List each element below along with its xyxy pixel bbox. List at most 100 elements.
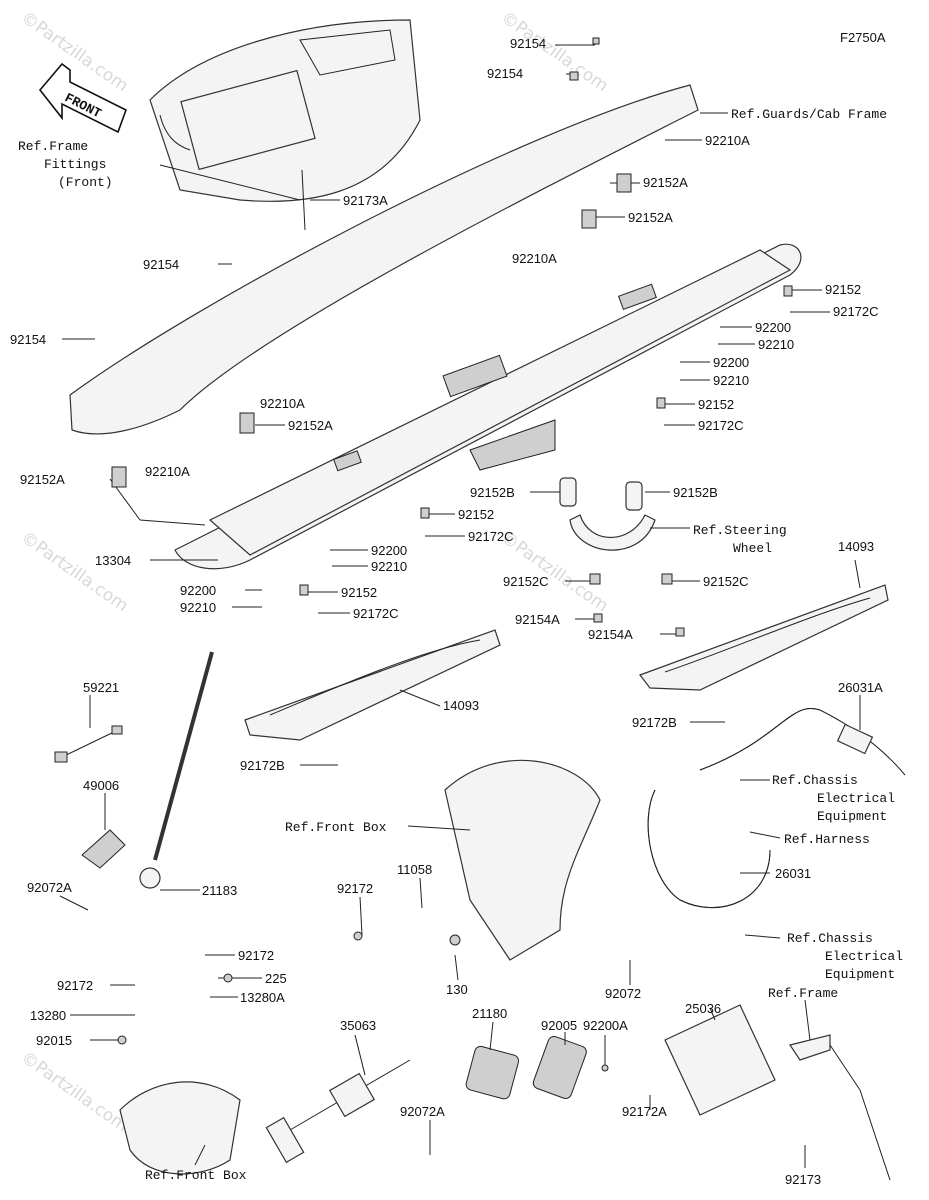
part-label: 92072A: [27, 880, 72, 895]
part-label: 92152B: [673, 485, 718, 500]
part-label: 92210: [758, 337, 794, 352]
part-label: 92173: [785, 1172, 821, 1187]
part-label: 92172: [238, 948, 274, 963]
watermark-1: ©Partzilla.com: [17, 8, 132, 97]
cap-49006-drawing: [81, 829, 126, 869]
part-label: 26031A: [838, 680, 883, 695]
part-label: 92072A: [400, 1104, 445, 1119]
part-label: 92172C: [353, 606, 399, 621]
chassis-ref-1-line-3: Equipment: [817, 809, 887, 824]
part-label: 92173A: [343, 193, 388, 208]
part-label: 92154: [487, 66, 523, 81]
antenna-drawing: [139, 651, 214, 889]
chassis-ref-1-line-1: Ref.Chassis: [772, 773, 858, 788]
part-label: Ref.Guards/Cab Frame: [731, 107, 887, 122]
figure-code: F2750A: [840, 30, 886, 45]
part-label: 92210: [180, 600, 216, 615]
part-label: 25036: [685, 1001, 721, 1016]
chassis-ref-1-line-2: Electrical: [817, 791, 895, 806]
cable-59221-drawing: [54, 725, 123, 763]
hardware-marks: [111, 37, 793, 1072]
part-label: 92210: [371, 559, 407, 574]
part-label: 11058: [397, 862, 432, 877]
steering-ref-line-1: Ref.Steering: [693, 523, 787, 538]
part-label: 92172: [57, 978, 93, 993]
part-label: 92210: [713, 373, 749, 388]
harness-drawing: [647, 708, 906, 909]
part-label: 92172A: [622, 1104, 667, 1119]
front-box-lower-drawing: [119, 759, 601, 1175]
part-label: 92152: [825, 282, 861, 297]
part-label: 92200: [180, 583, 216, 598]
harness-ref: Ref.Harness: [784, 832, 870, 847]
part-label: 92152A: [628, 210, 673, 225]
frame-ref: Ref.Frame: [768, 986, 838, 1001]
front-box-upper-drawing: [149, 19, 421, 231]
part-label: Ref.Front Box: [285, 820, 387, 835]
part-label: 92210A: [145, 464, 190, 479]
part-label: 92015: [36, 1033, 72, 1048]
plate-25036-drawing: [664, 1004, 776, 1116]
part-label: 14093: [838, 539, 874, 554]
part-label: 92200A: [583, 1018, 628, 1033]
watermark-2: ©Partzilla.com: [497, 8, 612, 97]
part-label: 92200: [713, 355, 749, 370]
part-label: 92152A: [20, 472, 65, 487]
leader-lines: [59, 44, 861, 1168]
part-label: 92172C: [833, 304, 879, 319]
part-label: 92072: [605, 986, 641, 1001]
part-label: 35063: [340, 1018, 376, 1033]
part-label: 92152C: [703, 574, 749, 589]
part-label: 92210A: [512, 251, 557, 266]
part-label: 26031: [775, 866, 811, 881]
part-label: 92210A: [705, 133, 750, 148]
part-label: 92152: [458, 507, 494, 522]
part-label: 92152: [698, 397, 734, 412]
part-label: 21183: [202, 883, 237, 898]
part-label: 92172: [337, 881, 373, 896]
part-label: 92172C: [698, 418, 744, 433]
part-label: 130: [446, 982, 468, 997]
steering-handle-drawing: [559, 477, 656, 551]
part-label: 92152C: [503, 574, 549, 589]
part-label: 92154: [10, 332, 46, 347]
part-label: 92154: [510, 36, 546, 51]
frame-fittings-ref-line-1: Ref.Frame: [18, 139, 88, 154]
chassis-ref-2-line-3: Equipment: [825, 967, 895, 982]
part-label: 59221: [83, 680, 119, 695]
part-label: 92154: [143, 257, 179, 272]
part-label: 92152: [341, 585, 377, 600]
part-labels: F2750A 92154 92154 Ref.Guards/Cab Frame …: [10, 30, 903, 1187]
part-label: Ref.Front Box: [145, 1168, 247, 1183]
cover-panel-drawing: [69, 84, 802, 570]
part-label: 13304: [95, 553, 131, 568]
part-label: 92210A: [260, 396, 305, 411]
part-label: 92200: [371, 543, 407, 558]
part-label: 21180: [472, 1006, 507, 1021]
part-label: 49006: [83, 778, 119, 793]
part-label: 92152A: [643, 175, 688, 190]
part-label: 92005: [541, 1018, 577, 1033]
part-label: 92152B: [470, 485, 515, 500]
watermark-3: ©Partzilla.com: [17, 528, 132, 617]
frame-fittings-ref-line-2: Fittings: [44, 157, 106, 172]
part-label: 13280A: [240, 990, 285, 1005]
part-label: 92152A: [288, 418, 333, 433]
part-label: 92172B: [632, 715, 677, 730]
part-label: 225: [265, 971, 287, 986]
part-label: 13280: [30, 1008, 66, 1023]
frame-fittings-ref-line-3: (Front): [58, 175, 113, 190]
part-label: 92172B: [240, 758, 285, 773]
part-label: 14093: [443, 698, 479, 713]
handle-35063-drawing: [265, 1059, 411, 1164]
chassis-ref-2-line-2: Electrical: [825, 949, 903, 964]
part-label: 92172C: [468, 529, 514, 544]
steering-ref-line-2: Wheel: [733, 541, 772, 556]
part-label: 92154A: [515, 612, 560, 627]
frame-bracket-drawing: [789, 1034, 891, 1181]
watermark-5: ©Partzilla.com: [17, 1048, 132, 1137]
chassis-ref-2-line-1: Ref.Chassis: [787, 931, 873, 946]
floor-mats-drawing: [244, 584, 889, 741]
part-label: 92200: [755, 320, 791, 335]
